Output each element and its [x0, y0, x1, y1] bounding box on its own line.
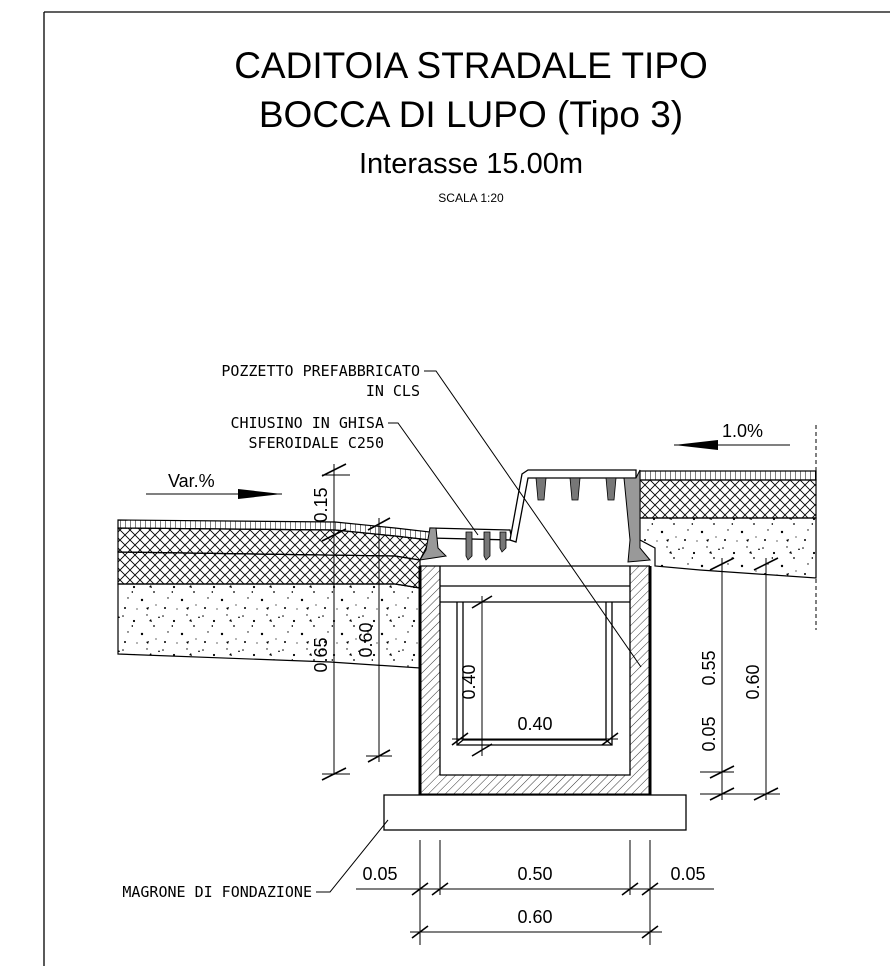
- title-line-2: BOCCA DI LUPO (Tipo 3): [259, 94, 683, 135]
- dim-left-065: 0.65: [311, 637, 331, 672]
- title-line-3: Interasse 15.00m: [359, 148, 583, 180]
- sheet-frame: [43, 11, 890, 966]
- callout-pozzetto-line2: IN CLS: [366, 382, 420, 400]
- dim-bottom-total: 0.60: [410, 907, 662, 939]
- callout-pozzetto-line1: POZZETTO PREFABBRICATO: [221, 362, 420, 380]
- scale-label: SCALA 1:20: [438, 191, 504, 205]
- callout-magrone-label: MAGRONE DI FONDAZIONE: [122, 883, 312, 901]
- manhole-walls: [420, 566, 650, 795]
- dim-bottom-050: 0.50: [517, 864, 552, 884]
- dim-inner-height: 0.40: [459, 595, 493, 757]
- dim-right-inner: 0.55 0.05: [699, 557, 735, 801]
- dim-left-015: 0.15: [311, 487, 331, 522]
- dim-inner-height-label: 0.40: [459, 664, 479, 699]
- right-road-section: [639, 425, 817, 630]
- dim-right-outer: 0.60: [700, 557, 780, 801]
- dim-left-inner: 0.60: [356, 517, 392, 763]
- dim-bottom-left-005: 0.05: [362, 864, 397, 884]
- slope-left-label: Var.%: [168, 471, 215, 491]
- dim-bottom-right-005: 0.05: [670, 864, 705, 884]
- callout-magrone: MAGRONE DI FONDAZIONE: [122, 819, 389, 901]
- slope-right-label: 1.0%: [722, 421, 763, 441]
- callout-pozzetto: POZZETTO PREFABBRICATO IN CLS: [221, 362, 642, 668]
- dim-right-060: 0.60: [743, 664, 763, 699]
- dim-inner-width-label: 0.40: [517, 714, 552, 734]
- callout-chiusino-line1: CHIUSINO IN GHISA: [230, 414, 384, 432]
- slope-left: Var.%: [146, 471, 282, 499]
- right-asphalt-layer: [639, 470, 817, 481]
- lean-concrete-foundation: [383, 794, 687, 831]
- left-road-section: [117, 519, 431, 669]
- callout-chiusino-line2: SFEROIDALE C250: [249, 434, 384, 452]
- left-base-layer: [117, 551, 421, 589]
- slope-right: 1.0%: [674, 421, 790, 450]
- dim-left-060: 0.60: [356, 622, 376, 657]
- dim-right-055: 0.55: [699, 650, 719, 685]
- dim-bottom-total-060: 0.60: [517, 907, 552, 927]
- right-subbase-layer: [639, 517, 817, 579]
- dim-bottom-chain: 0.05 0.50 0.05: [356, 840, 714, 945]
- right-binder-layer: [639, 479, 817, 519]
- dim-left-outer: 0.15 0.65: [311, 463, 350, 781]
- title-block: CADITOIA STRADALE TIPO BOCCA DI LUPO (Ti…: [234, 45, 708, 205]
- title-line-1: CADITOIA STRADALE TIPO: [234, 45, 708, 86]
- callout-chiusino: CHIUSINO IN GHISA SFEROIDALE C250: [230, 414, 479, 536]
- dim-inner-width: 0.40: [451, 714, 619, 746]
- cast-iron-grate: [419, 469, 651, 563]
- precast-manhole: [418, 565, 652, 797]
- dim-right-005: 0.05: [699, 716, 719, 751]
